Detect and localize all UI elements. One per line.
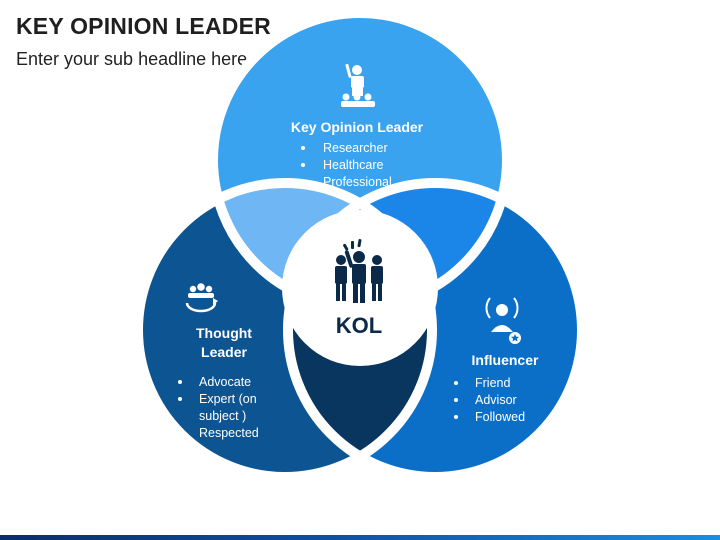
bullet-dot: [454, 415, 458, 419]
separator-left: [133, 178, 437, 482]
page-title: KEY OPINION LEADER: [16, 13, 271, 39]
top-item-3: Professional: [323, 175, 392, 189]
top-item-1: Researcher: [323, 141, 388, 155]
right-circle-title: Influencer: [472, 352, 539, 368]
left-circle-title-line2: Leader: [201, 344, 247, 360]
left-item-3: Respected: [199, 426, 259, 440]
right-item-3: Followed: [475, 410, 525, 424]
bullet-dot: [178, 380, 182, 384]
right-item-2: Advisor: [475, 393, 517, 407]
bullet-dot: [301, 180, 305, 184]
top-circle-title: Key Opinion Leader: [291, 119, 424, 135]
left-item-2: Expert (on: [199, 392, 257, 406]
kol-people-icon: [335, 239, 383, 303]
bullet-dot: [454, 398, 458, 402]
team-refresh-icon: [185, 283, 218, 313]
kol-label: KOL: [336, 313, 382, 338]
top-circle-list: Researcher Healthcare Professional: [301, 141, 392, 189]
left-item-2-cont: subject ): [199, 409, 246, 423]
page-subtitle: Enter your sub headline here: [16, 49, 248, 69]
left-item-1: Advocate: [199, 375, 251, 389]
top-item-2: Healthcare: [323, 158, 383, 172]
right-circle-list: Friend Advisor Followed: [454, 376, 525, 424]
bullet-dot: [301, 146, 305, 150]
influencer-star-icon: [485, 297, 521, 344]
bullet-dot: [178, 431, 182, 435]
bullet-dot: [301, 163, 305, 167]
separator-right: [283, 178, 587, 482]
footer-accent-bar: [0, 535, 720, 540]
left-circle-list: Advocate Expert (on subject ) Respected: [178, 375, 259, 440]
right-item-1: Friend: [475, 376, 510, 390]
bullet-dot: [178, 397, 182, 401]
bullet-dot: [454, 381, 458, 385]
left-circle-title-line1: Thought: [196, 325, 252, 341]
speaker-podium-icon: [341, 63, 375, 107]
